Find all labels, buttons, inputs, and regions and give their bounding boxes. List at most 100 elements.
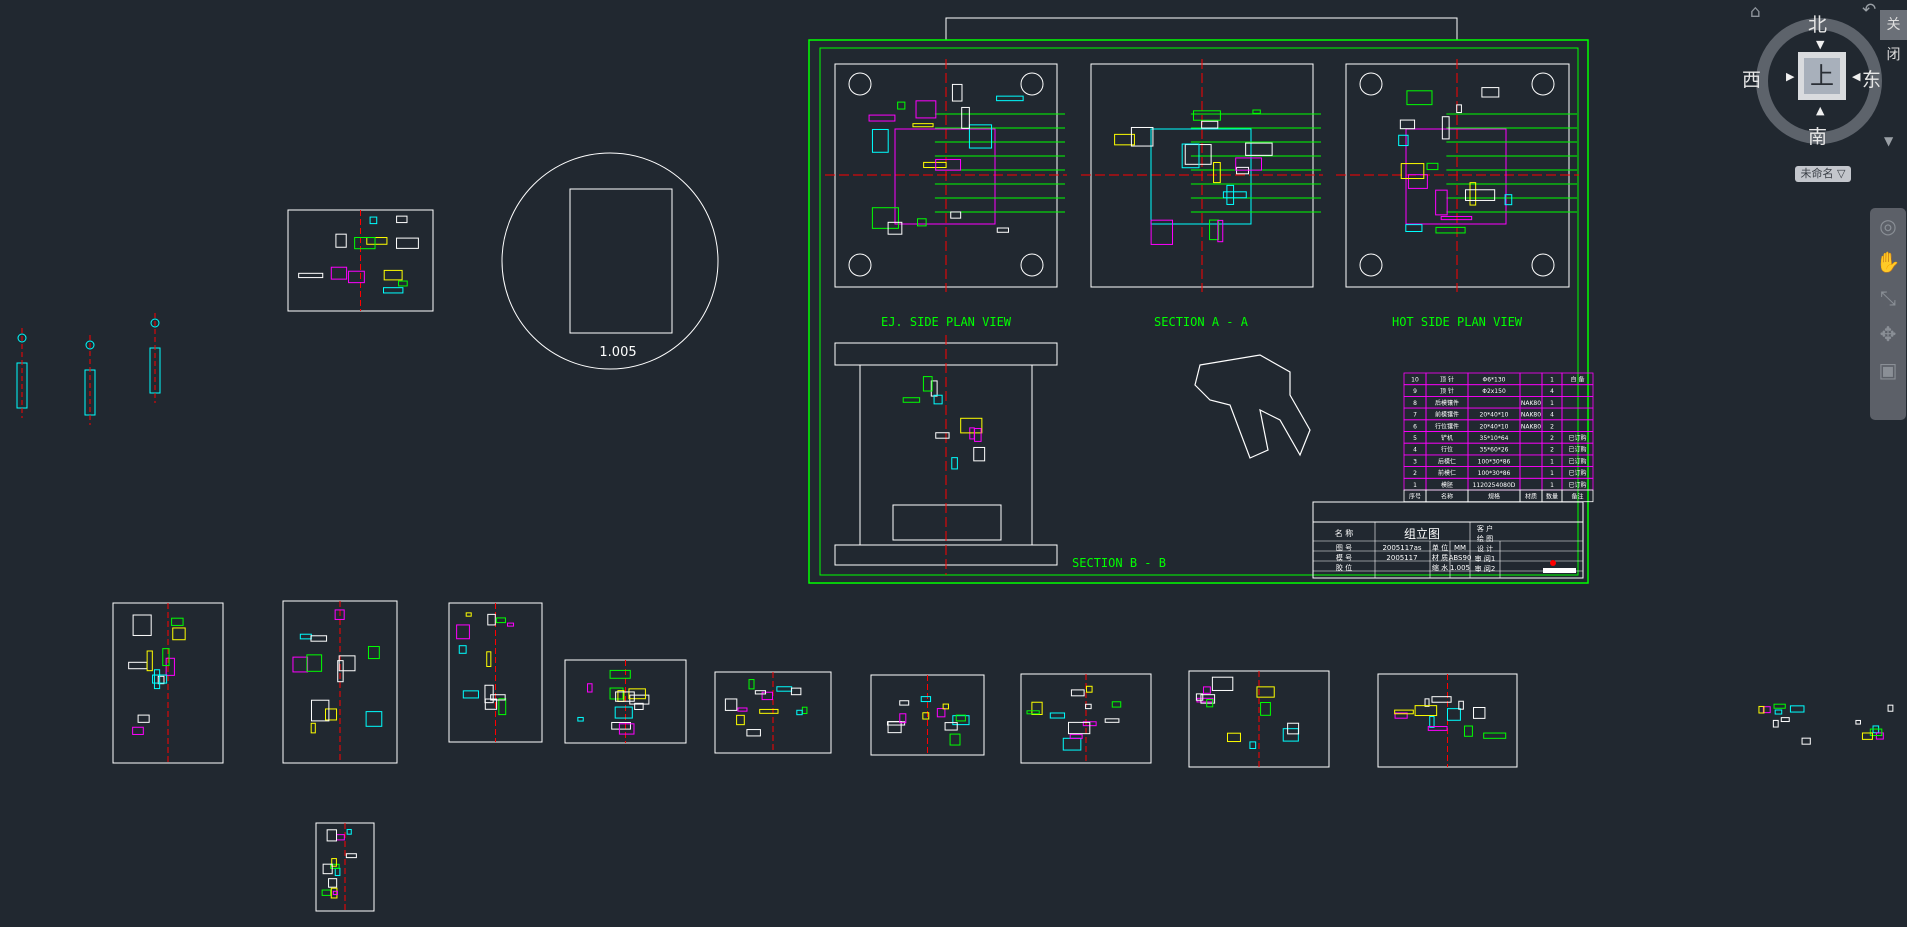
bom-cell-text: 1 <box>1550 470 1554 477</box>
drawing-entity <box>1772 719 1779 728</box>
zoom-icon[interactable]: ⤡ <box>1880 286 1896 310</box>
drawing-entity <box>1209 219 1220 241</box>
arrow-up-icon[interactable]: ▲ <box>1816 104 1825 117</box>
bom-cell-text: 已订购 <box>1568 434 1586 442</box>
navigation-bar[interactable]: ◎ ✋ ⤡ ✥ ▣ <box>1870 208 1906 420</box>
compass-north[interactable]: 北 <box>1808 14 1828 36</box>
compass-west[interactable]: 西 <box>1742 69 1762 91</box>
bom-cell-text: NAK80 <box>1521 400 1541 407</box>
bom-cell-text: 1 <box>1550 377 1554 384</box>
drawing-entity <box>1424 698 1430 707</box>
drawing-entity <box>1049 712 1066 719</box>
logo-bar <box>1543 568 1576 573</box>
drawing-entity <box>338 655 356 672</box>
drawing-entity <box>1282 728 1299 742</box>
bom-cell-text: 20*40*10 <box>1480 423 1509 430</box>
ucs-dropdown[interactable]: 未命名 ▽ <box>1795 166 1851 182</box>
drawing-entity <box>132 614 152 636</box>
compass-east[interactable]: 东 <box>1862 69 1882 91</box>
drawing-entity <box>1481 87 1500 98</box>
drawer-label: 绘 图 <box>1477 534 1493 543</box>
viewcube-face[interactable]: 上 <box>1798 52 1846 100</box>
drawing-entity <box>1085 703 1092 710</box>
full-navigation-wheel-icon[interactable]: ◎ <box>1879 214 1897 238</box>
drawing-entity <box>1406 90 1433 106</box>
drawing-entity <box>960 417 983 434</box>
drawing-entity <box>902 397 921 403</box>
drawing-entity <box>1206 699 1214 708</box>
ejector-plate <box>892 504 1002 541</box>
drawing-entity <box>396 215 408 224</box>
drawing-entity <box>737 707 748 712</box>
drawing-entity <box>1435 189 1448 216</box>
bom-cell-text: 序号 <box>1409 493 1421 501</box>
drawing-entity <box>506 622 515 627</box>
drawing-entity <box>137 714 150 723</box>
main-drawing-frame <box>808 39 1589 584</box>
shrink-label: 缩 水 <box>1432 563 1448 572</box>
arrow-down-icon[interactable]: ▼ <box>1816 38 1825 51</box>
close-button[interactable]: 关闭 <box>1880 10 1907 63</box>
drawing-entity <box>754 690 767 695</box>
viewcube[interactable]: 上 北 南 东 西 ▼ ▲ ▶ ◀ <box>1742 14 1882 148</box>
part-circle <box>150 318 160 328</box>
bom-cell <box>1519 431 1543 444</box>
drawing-entity <box>321 889 332 896</box>
drawing-entity <box>1473 707 1486 719</box>
part-circle <box>85 340 95 350</box>
guide-pin-hole <box>1531 72 1555 96</box>
drawing-entity <box>996 227 1009 233</box>
drawing-entity <box>383 287 404 294</box>
drawing-no-label: 图 号 <box>1336 544 1352 552</box>
drawing-entity <box>923 161 947 169</box>
bom-cell-text: 已订购 <box>1568 481 1586 489</box>
showmotion-icon[interactable]: ▣ <box>1878 358 1898 382</box>
undo-view-icon[interactable]: ↶ <box>1862 0 1877 20</box>
bom-cell-text: 备注 <box>1571 493 1583 501</box>
drawing-entity <box>1130 126 1154 147</box>
drawing-entity <box>1195 693 1204 701</box>
bom-cell-text: 已订购 <box>1568 457 1586 465</box>
home-icon[interactable]: ⌂ <box>1750 2 1761 22</box>
compass-south[interactable]: 南 <box>1808 126 1828 148</box>
drawing-entity <box>949 733 961 746</box>
top-face-label[interactable]: 上 <box>1804 58 1840 94</box>
insert <box>1405 128 1507 225</box>
drawing-entity <box>748 679 755 690</box>
viewcube-menu-icon[interactable]: ▼ <box>1884 134 1894 148</box>
drawing-entity <box>1104 718 1120 723</box>
drawing-entity <box>345 853 357 859</box>
drawing-entity <box>1252 109 1261 114</box>
drawing-entity <box>310 699 330 722</box>
bom-cell-text: 2 <box>1413 470 1417 477</box>
bom-cell-text: 已订购 <box>1568 469 1586 477</box>
drawing-entity <box>1111 701 1122 708</box>
drawing-entity <box>322 863 333 875</box>
guide-pin-hole <box>1020 72 1044 96</box>
drawing-entity <box>310 635 328 642</box>
bom-cell-text: 10 <box>1411 377 1419 384</box>
drawing-entity <box>1184 144 1212 165</box>
bom-cell-text: 35*10*64 <box>1480 435 1509 442</box>
drawing-entity <box>761 691 774 701</box>
bom-cell-text: 4 <box>1550 412 1554 419</box>
drawing-entity <box>922 376 933 392</box>
drawing-entity <box>899 713 907 724</box>
drawing-entity <box>1260 701 1271 716</box>
drawing-entity <box>868 114 896 122</box>
arrow-right-icon[interactable]: ▶ <box>1786 70 1795 83</box>
drawing-entity <box>1398 134 1409 147</box>
arrow-left-icon[interactable]: ◀ <box>1852 70 1861 83</box>
orbit-icon[interactable]: ✥ <box>1879 322 1897 346</box>
pan-hand-icon[interactable]: ✋ <box>1875 250 1901 274</box>
drawing-entity <box>1249 741 1257 750</box>
drawing-entity <box>456 624 470 640</box>
label-hot-side: HOT SIDE PLAN VIEW <box>1392 315 1523 329</box>
drawing-entity <box>611 721 631 730</box>
drawing-entity <box>1762 706 1771 714</box>
drawing-entity <box>337 660 344 683</box>
drawing-entity <box>936 708 946 718</box>
